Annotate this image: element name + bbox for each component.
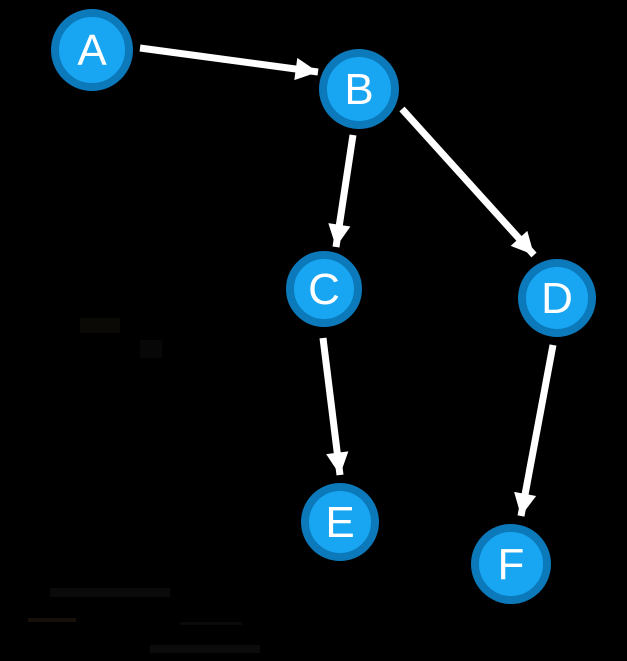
node-label-A: A [77, 26, 107, 75]
edge-line-C-E [319, 337, 349, 476]
node-label-B: B [344, 65, 373, 114]
node-label-F: F [498, 540, 525, 589]
edge-C-E [319, 337, 349, 476]
edge-B-D [399, 106, 537, 258]
node-A[interactable]: A [51, 9, 133, 91]
edge-line-A-B [139, 44, 319, 81]
node-label-E: E [325, 498, 354, 547]
node-B[interactable]: B [319, 49, 399, 129]
node-label-D: D [541, 274, 573, 323]
node-circle-D[interactable] [518, 259, 596, 337]
edge-A-B [139, 44, 319, 81]
node-circle-F[interactable] [471, 524, 551, 604]
node-label-C: C [308, 265, 340, 314]
node-F[interactable]: F [471, 524, 551, 604]
edge-line-D-F [514, 344, 557, 517]
edge-D-F [514, 344, 557, 517]
edge-line-B-C [328, 134, 357, 248]
edge-B-C [328, 134, 357, 248]
node-D[interactable]: D [518, 259, 596, 337]
node-E[interactable]: E [301, 483, 379, 561]
edge-line-B-D [399, 106, 537, 258]
node-circle-A[interactable] [51, 9, 133, 91]
node-circle-C[interactable] [286, 251, 362, 327]
node-C[interactable]: C [286, 251, 362, 327]
node-circle-B[interactable] [319, 49, 399, 129]
node-circle-E[interactable] [301, 483, 379, 561]
